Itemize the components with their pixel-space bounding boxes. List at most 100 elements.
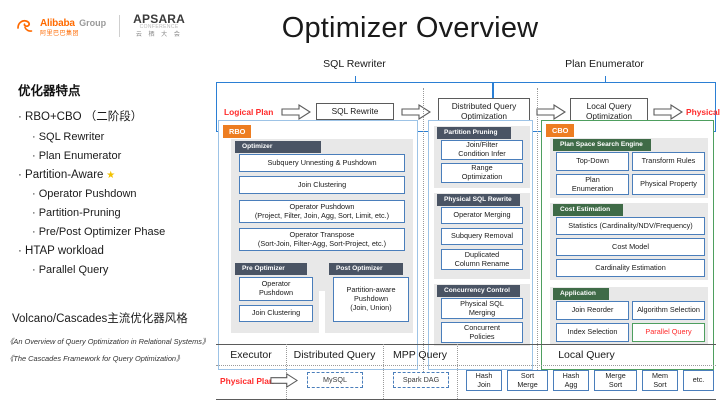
reference-item: 《The Cascades Framework for Query Optimi… — [6, 354, 184, 363]
sidebar-item-label: · Plan Enumerator — [32, 150, 122, 162]
sidebar-list: · RBO+CBO （二阶段） · SQL Rewriter · Plan Enum… — [18, 108, 214, 276]
column-separator — [537, 88, 538, 372]
sidebar-item: · Pre/Post Optimizer Phase — [32, 226, 214, 238]
sidebar-item: · Partition-Pruning — [32, 207, 214, 219]
table-column-divider — [457, 344, 458, 399]
item-join-clustering[interactable]: Join Clustering — [239, 176, 405, 194]
item-physical-sql-merging[interactable]: Physical SQL Merging — [441, 298, 523, 319]
sidebar-item-label: · RBO+CBO （二阶段） — [18, 111, 143, 123]
alibaba-mark-icon — [16, 19, 33, 33]
item-duplicated-column-rename[interactable]: Duplicated Column Rename — [441, 249, 523, 270]
panel-rbo: RBO Optimizer Subquery Unnesting & Pushd… — [218, 120, 418, 370]
phase-label-plan-enumerator: Plan Enumerator — [565, 58, 644, 70]
item-operator-merging[interactable]: Operator Merging — [441, 207, 523, 224]
sidebar-item: · Operator Pushdown — [32, 188, 214, 200]
tag-cbo: CBO — [546, 124, 575, 138]
item-operator-pushdown[interactable]: Operator Pushdown (Project, Filter, Join… — [239, 200, 405, 223]
table-bottom-rule — [216, 399, 716, 401]
item-top-down[interactable]: Top-Down — [556, 152, 629, 171]
table-column-divider — [383, 344, 384, 399]
item-algorithm-selection[interactable]: Algorithm Selection — [632, 301, 705, 320]
sidebar-item-label: · SQL Rewriter — [32, 131, 105, 143]
sidebar-item: · RBO+CBO （二阶段） — [18, 108, 214, 124]
apsara-wordmark: APSARA CONFERENCE 云 栖 大 会 — [133, 13, 185, 38]
table-header-executor: Executor — [230, 349, 272, 361]
panel-distributed-query-optimization: Partition Pruning Join/Filter Condition … — [428, 120, 533, 370]
item-join-filter-condition-infer[interactable]: Join/Filter Condition Infer — [441, 140, 523, 160]
item-pre-join-clustering[interactable]: Join Clustering — [239, 305, 313, 322]
sidebar-item: · Partition-Aware ★ — [18, 169, 214, 181]
reference-item: 《An Overview of Query Optimization in Re… — [6, 337, 210, 346]
item-physical-property[interactable]: Physical Property — [632, 174, 705, 195]
group-title-cost-estimation: Cost Estimation — [553, 204, 623, 216]
table-top-rule — [216, 344, 716, 346]
sidebar-item-label: · Pre/Post Optimizer Phase — [32, 226, 166, 238]
item-operator-transpose[interactable]: Operator Transpose (Sort-Join, Filter-Ag… — [239, 228, 405, 251]
item-subquery-removal[interactable]: Subquery Removal — [441, 228, 523, 245]
sidebar-item-label: · Parallel Query — [32, 264, 109, 276]
table-header-mpp-query: MPP Query — [392, 349, 448, 361]
item-join-reorder[interactable]: Join Reorder — [556, 301, 629, 320]
arrow-right-icon — [281, 103, 312, 125]
item-range-optimization[interactable]: Range Optimization — [441, 163, 523, 183]
item-cardinality-estimation[interactable]: Cardinality Estimation — [556, 259, 705, 277]
bracket-tick — [604, 76, 606, 83]
bracket-tick — [354, 76, 356, 83]
item-parallel-query[interactable]: Parallel Query — [632, 323, 705, 342]
star-icon: ★ — [103, 170, 116, 181]
brand-logo: Alibaba Group 阿里巴巴集团 APSARA CONFERENCE 云… — [16, 13, 185, 38]
sidebar-heading: 优化器特点 — [18, 84, 81, 98]
group-title-concurrency-control: Concurrency Control — [437, 285, 520, 297]
local-op-etc[interactable]: etc. — [683, 370, 714, 391]
alibaba-name: Alibaba — [40, 18, 75, 29]
executor-table: Executor Distributed Query MPP Query Loc… — [216, 344, 716, 401]
group-title-optimizer: Optimizer — [235, 141, 321, 153]
local-op-hash-agg[interactable]: Hash Agg — [553, 370, 589, 391]
flow-logical-plan-label: Logical Plan — [224, 107, 274, 117]
sidebar: 优化器特点 · RBO+CBO （二阶段） · SQL Rewriter · Pla… — [18, 80, 214, 283]
apsara-name: APSARA — [133, 12, 186, 26]
local-op-merge-sort[interactable]: Merge Sort — [594, 370, 637, 391]
phase-bracket-sql-rewriter — [216, 76, 493, 92]
tag-rbo: RBO — [223, 125, 252, 139]
sidebar-item: · HTAP workload — [18, 245, 214, 257]
group-title-post-optimizer: Post Optimizer — [329, 263, 403, 275]
item-transform-rules[interactable]: Transform Rules — [632, 152, 705, 171]
flow-physical-plan-label: Physical Plan — [686, 107, 720, 117]
arrow-right-icon — [536, 103, 567, 125]
logo-divider — [119, 14, 121, 37]
engine-mysql[interactable]: MySQL — [307, 372, 363, 388]
sidebar-item-label: · Partition-Pruning — [32, 207, 121, 219]
item-index-selection[interactable]: Index Selection — [556, 323, 629, 342]
group-title-physical-sql-rewrite: Physical SQL Rewrite — [437, 194, 520, 206]
engine-spark-dag[interactable]: Spark DAG — [393, 372, 449, 388]
local-op-hash-join[interactable]: Hash Join — [466, 370, 502, 391]
column-separator — [423, 88, 424, 372]
sidebar-item-label: · Partition-Aware — [18, 169, 104, 181]
apsara-name-cn: 云 栖 大 会 — [135, 32, 183, 38]
arrow-right-icon — [270, 373, 299, 393]
item-subquery-unnesting[interactable]: Subquery Unnesting & Pushdown — [239, 154, 405, 172]
sidebar-item: · Plan Enumerator — [32, 150, 214, 162]
item-concurrent-policies[interactable]: Concurrent Policies — [441, 322, 523, 343]
flow-box-sql-rewrite[interactable]: SQL Rewrite — [316, 103, 394, 120]
group-title-partition-pruning: Partition Pruning — [437, 127, 511, 139]
apsara-subtitle: CONFERENCE — [139, 24, 179, 30]
sidebar-item-label: · HTAP workload — [18, 245, 104, 257]
alibaba-group: Group — [79, 18, 107, 28]
item-plan-enumeration[interactable]: Plan Enumeration — [556, 174, 629, 195]
phase-label-sql-rewriter: SQL Rewriter — [323, 58, 386, 70]
item-pre-operator-pushdown[interactable]: Operator Pushdown — [239, 277, 313, 301]
local-op-sort-merge[interactable]: Sort Merge — [507, 370, 548, 391]
item-cost-model[interactable]: Cost Model — [556, 238, 705, 256]
reference-list: 《An Overview of Query Optimization in Re… — [6, 336, 221, 370]
group-title-plan-space-search-engine: Plan Space Search Engine — [553, 139, 651, 151]
sidebar-item-label: · Operator Pushdown — [32, 188, 137, 200]
item-partition-aware-pushdown[interactable]: Partition-aware Pushdown (Join, Union) — [333, 277, 409, 322]
local-op-mem-sort[interactable]: Mem Sort — [642, 370, 678, 391]
item-statistics[interactable]: Statistics (Cardinality/NDV/Frequency) — [556, 217, 705, 235]
table-header-rule — [216, 365, 716, 366]
sidebar-item: · SQL Rewriter — [32, 131, 214, 143]
page-title: Optimizer Overview — [281, 12, 539, 44]
